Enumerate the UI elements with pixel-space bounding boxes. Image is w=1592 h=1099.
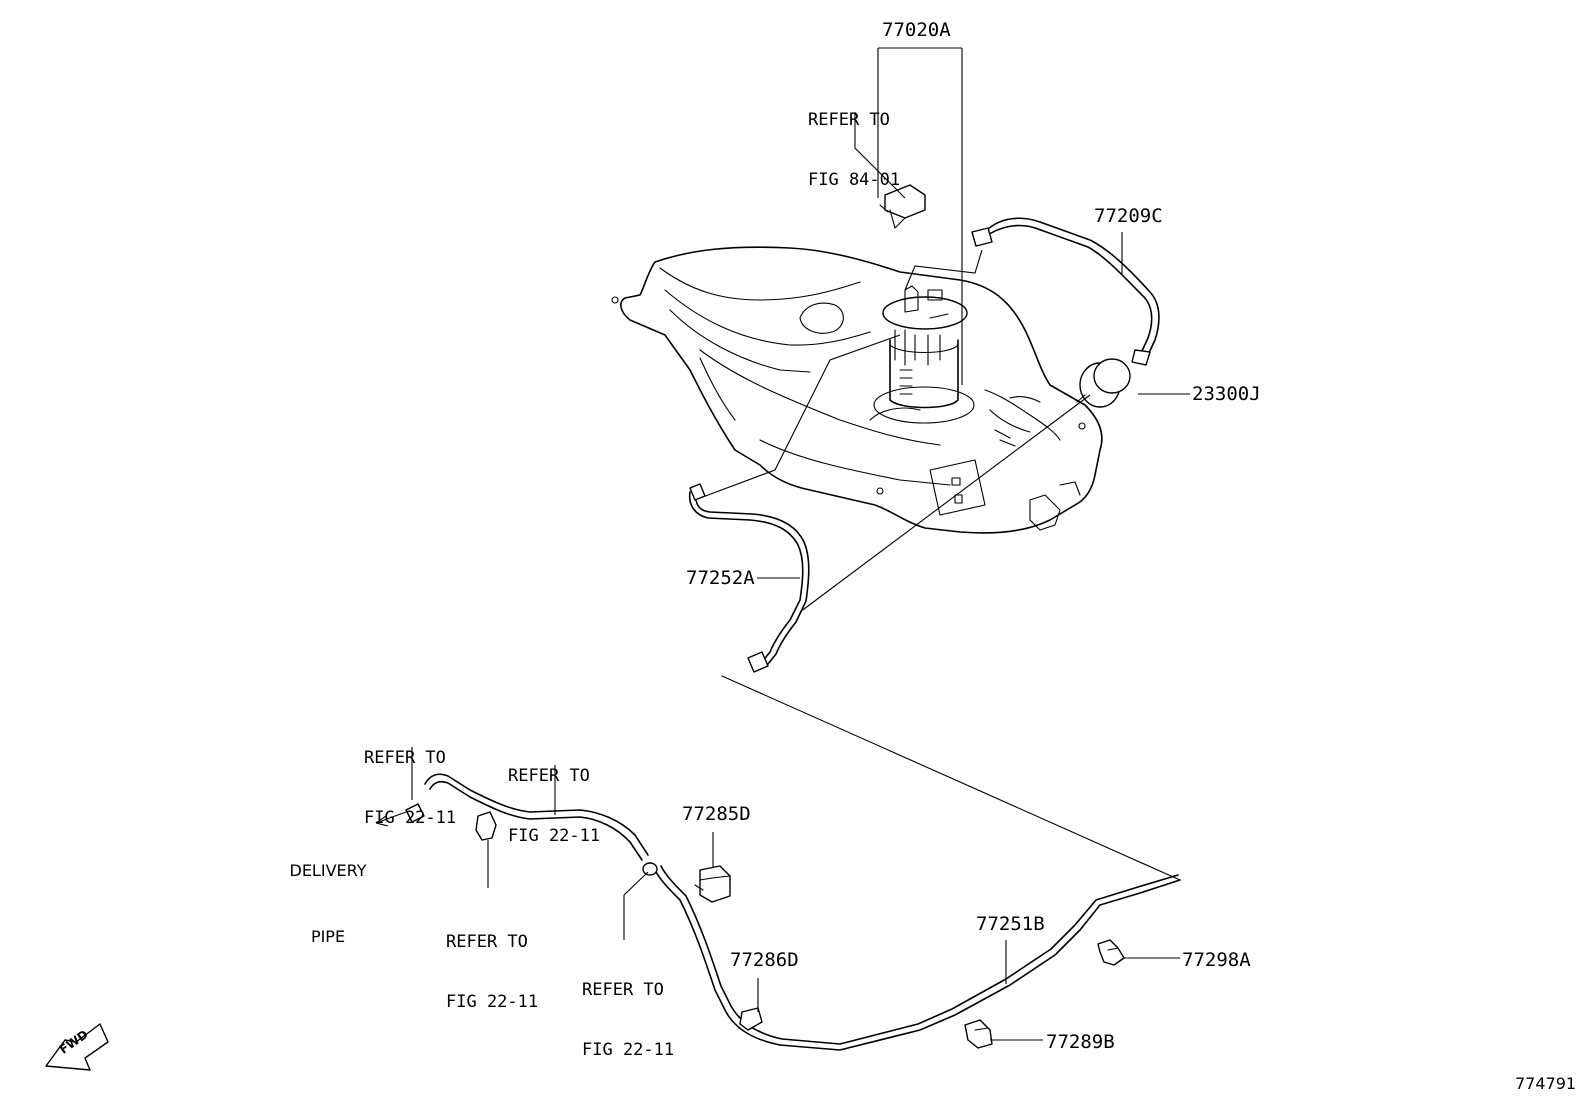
- delivery-pipe-label: DELIVERY PIPE: [280, 816, 376, 970]
- refer-84-01-line1: REFER TO: [808, 110, 890, 130]
- part-label-77298a: 77298A: [1182, 949, 1251, 971]
- refer-22-11-d-line2: FIG 22-11: [582, 1040, 675, 1060]
- part-label-77285d: 77285D: [682, 803, 751, 825]
- refer-84-01-label: REFER TO FIG 84-01: [808, 70, 900, 210]
- fuel-filter: [1076, 358, 1131, 408]
- delivery-pipe-line1: DELIVERY: [289, 861, 367, 880]
- hose-delivery: [405, 773, 649, 861]
- refer-22-11-c-line2: FIG 22-11: [446, 992, 539, 1012]
- part-label-77020a: 77020A: [882, 19, 951, 41]
- refer-22-11-c-label: REFER TO FIG 22-11: [446, 892, 538, 1032]
- pump-return-line: [904, 249, 983, 291]
- refer-22-11-a-label: REFER TO FIG 22-11: [364, 708, 456, 848]
- fuel-tank: [611, 246, 1103, 534]
- leader-lines: [375, 47, 1190, 1041]
- hose-77209c: [971, 217, 1160, 366]
- refer-22-11-b-label: REFER TO FIG 22-11: [508, 726, 600, 866]
- part-77286d: [739, 1007, 763, 1031]
- pipe-77251b: [654, 675, 1181, 1051]
- tank-strap-line: [699, 334, 901, 499]
- refer-22-11-a-line2: FIG 22-11: [364, 808, 457, 828]
- clamp-22-11-lower: [642, 862, 658, 876]
- part-77289b: [964, 1019, 993, 1049]
- part-77298a: [1097, 939, 1125, 966]
- fuel-pump-assembly: [882, 285, 968, 409]
- diagram-id: 774791: [1515, 1074, 1577, 1093]
- part-label-77286d: 77286D: [730, 949, 799, 971]
- fwd-arrow-icon: [45, 1023, 109, 1071]
- pipe-connection-line: [799, 394, 1091, 613]
- refer-22-11-a-line1: REFER TO: [364, 748, 446, 768]
- clip-22-11: [475, 811, 497, 841]
- refer-22-11-c-line1: REFER TO: [446, 932, 528, 952]
- pump-bracket: [879, 184, 926, 229]
- part-label-77289b: 77289B: [1046, 1031, 1115, 1053]
- part-label-23300j: 23300J: [1192, 383, 1261, 405]
- part-label-77209c: 77209C: [1094, 205, 1163, 227]
- delivery-pipe-line2: PIPE: [310, 927, 346, 946]
- refer-84-01-line2: FIG 84-01: [808, 170, 901, 190]
- refer-22-11-b-line1: REFER TO: [508, 766, 590, 786]
- refer-22-11-d-line1: REFER TO: [582, 980, 664, 1000]
- refer-22-11-d-label: REFER TO FIG 22-11: [582, 940, 674, 1080]
- part-77285d: [694, 865, 731, 903]
- refer-22-11-b-line2: FIG 22-11: [508, 826, 601, 846]
- part-label-77252a: 77252A: [686, 567, 755, 589]
- part-label-77251b: 77251B: [976, 913, 1045, 935]
- pipe-77252a: [688, 483, 810, 673]
